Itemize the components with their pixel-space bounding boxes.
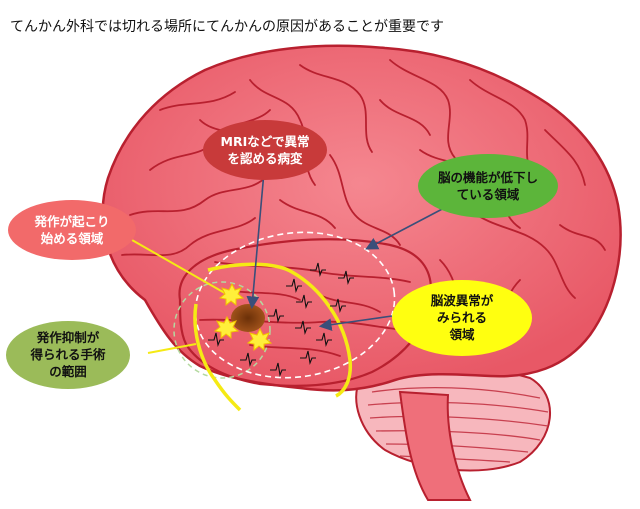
seizure-onset-label: 発作が起こり 始める領域 [34, 214, 110, 246]
brainstem [398, 390, 472, 501]
lesion-spot [231, 304, 265, 332]
eeg-bubble [392, 280, 532, 356]
page-title: てんかん外科では切れる場所にてんかんの原因があることが重要です [10, 19, 444, 35]
surgery-bubble [6, 321, 130, 389]
surgery-range-label: 発作抑制が 得られる手術 の範囲 [30, 330, 106, 379]
hypofunction-arrow [365, 205, 449, 250]
resection-line [207, 262, 353, 398]
eeg-abnormal-label: 脳波異常が みられる 領域 [430, 293, 494, 342]
seizure-bubble [8, 200, 136, 260]
lesion-arrow [246, 171, 265, 310]
lesion-bubble [203, 120, 327, 180]
surgery-range-circle [173, 281, 271, 379]
eeg-arrow [318, 315, 393, 331]
hypofunction-label: 脳の機能が低下し ている領域 [437, 170, 538, 202]
hypofunction-bubble [418, 154, 558, 218]
lesion-label: MRIなどで異常 を認める病変 [220, 134, 310, 166]
